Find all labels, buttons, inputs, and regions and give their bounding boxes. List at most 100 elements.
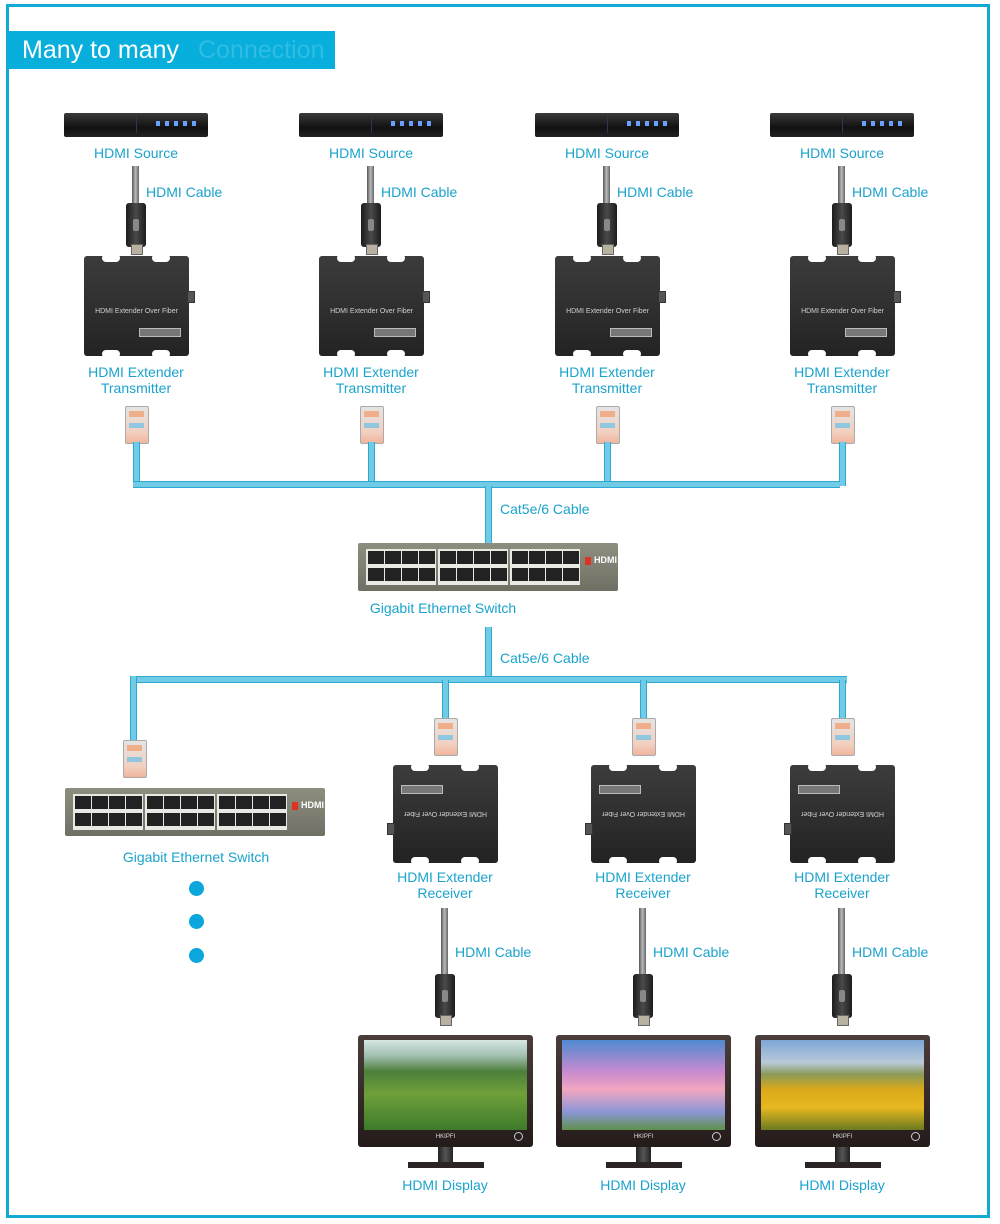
hdmi-source-device [64, 113, 208, 137]
upper-cable-label: Cat5e/6 Cable [500, 501, 590, 517]
ethernet-port [512, 568, 528, 581]
diagram-frame [6, 4, 990, 1218]
secondary-switch-label: Gigabit Ethernet Switch [122, 849, 270, 865]
continuation-dot [189, 914, 204, 929]
extender-transmitter-label-line1: HDMI Extender [88, 364, 184, 380]
hdmi-source-label: HDMI Source [799, 145, 885, 161]
hdmi-plug-icon [435, 974, 455, 1026]
hdmi-plug-icon [361, 203, 381, 255]
ethernet-port [270, 813, 286, 826]
ethernet-port [563, 568, 579, 581]
extender-panel-text: HDMI Extender Over Fiber [801, 308, 884, 315]
extender-panel-text: HDMI Extender Over Fiber [602, 810, 685, 817]
hdmi-cable-label: HDMI Cable [146, 184, 223, 200]
ethernet-port [164, 796, 180, 809]
extender-transmitter-label-line2: Transmitter [806, 380, 878, 396]
ethernet-port [440, 568, 456, 581]
rj45-connector-icon [831, 406, 855, 444]
extender-transmitter-label-line1: HDMI Extender [323, 364, 419, 380]
display-screen [364, 1040, 527, 1130]
extender-transmitter-label-line2: Transmitter [571, 380, 643, 396]
monitor-brand: HKIPFI [832, 1134, 853, 1140]
power-icon [712, 1132, 721, 1141]
ethernet-port [546, 551, 562, 564]
ethernet-port [147, 796, 163, 809]
hdmi-source-label: HDMI Source [328, 145, 414, 161]
ethernet-port [236, 813, 252, 826]
hdmi-display-label: HDMI Display [402, 1177, 488, 1193]
ethernet-port [126, 796, 142, 809]
extender-transmitter-device: HDMI Extender Over Fiber [790, 254, 901, 358]
ethernet-port [402, 551, 418, 564]
hdmi-plug-icon [597, 203, 617, 255]
extender-receiver-device: HDMI Extender Over Fiber [387, 763, 498, 865]
ethernet-port [474, 568, 490, 581]
upper-cat-trunk [485, 486, 492, 544]
ethernet-port [198, 796, 214, 809]
extender-transmitter-label-line2: Transmitter [335, 380, 407, 396]
extender-receiver-label-line1: HDMI Extender [595, 869, 691, 885]
hdmi-source-device [535, 113, 679, 137]
monitor-brand: HKIPFI [435, 1134, 456, 1140]
hdmi-source-label: HDMI Source [564, 145, 650, 161]
hdmi-cable-wire [838, 166, 845, 206]
display-screen [761, 1040, 924, 1130]
rj45-connector-icon [831, 718, 855, 756]
ethernet-port [368, 568, 384, 581]
hdmi-display-label: HDMI Display [600, 1177, 686, 1193]
ethernet-port [491, 551, 507, 564]
monitor-brand: HKIPFI [633, 1134, 654, 1140]
lower-cable-label: Cat5e/6 Cable [500, 650, 590, 666]
ethernet-port [385, 551, 401, 564]
ethernet-port [253, 813, 269, 826]
ethernet-port [457, 568, 473, 581]
cat-cable-drop [839, 680, 846, 720]
rj45-connector-icon [360, 406, 384, 444]
hdmi-cable-wire [367, 166, 374, 206]
ethernet-port [253, 796, 269, 809]
ethernet-port [440, 551, 456, 564]
extender-panel-text: HDMI Extender Over Fiber [404, 810, 487, 817]
cat-cable-drop [368, 442, 375, 486]
hdmi-cable-wire [441, 908, 448, 976]
ethernet-port [491, 568, 507, 581]
hdmi-cable-wire [639, 908, 646, 976]
extender-panel-text: HDMI Extender Over Fiber [801, 810, 884, 817]
extender-receiver-device: HDMI Extender Over Fiber [585, 763, 696, 865]
switch-logo: HDMI [594, 555, 617, 565]
continuation-dot [189, 881, 204, 896]
ethernet-port [92, 813, 108, 826]
extender-panel-text: HDMI Extender Over Fiber [566, 308, 649, 315]
hdmi-plug-icon [832, 974, 852, 1026]
rj45-connector-icon [596, 406, 620, 444]
ethernet-port [563, 551, 579, 564]
hdmi-display-device: HKIPFI [358, 1035, 533, 1171]
extender-transmitter-label-line1: HDMI Extender [794, 364, 890, 380]
cat-cable-drop [640, 680, 647, 720]
power-icon [911, 1132, 920, 1141]
hdmi-source-label: HDMI Source [93, 145, 179, 161]
hdmi-cable-wire [132, 166, 139, 206]
cat-cable-drop [604, 442, 611, 486]
ethernet-port [236, 796, 252, 809]
ethernet-port [474, 551, 490, 564]
title-banner: Many to many Connection [8, 31, 335, 69]
ethernet-port [270, 796, 286, 809]
extender-transmitter-label-line2: Transmitter [100, 380, 172, 396]
ethernet-port [457, 551, 473, 564]
ethernet-port [402, 568, 418, 581]
ethernet-port [419, 551, 435, 564]
cat-cable-drop [442, 680, 449, 720]
extender-panel-text: HDMI Extender Over Fiber [95, 308, 178, 315]
hdmi-display-label: HDMI Display [799, 1177, 885, 1193]
extender-receiver-label-line1: HDMI Extender [794, 869, 890, 885]
ethernet-port [92, 796, 108, 809]
ethernet-port [181, 813, 197, 826]
rj45-connector-icon [123, 740, 147, 778]
ethernet-port [126, 813, 142, 826]
extender-receiver-label-line2: Receiver [814, 885, 870, 901]
display-screen [562, 1040, 725, 1130]
hdmi-source-device [299, 113, 443, 137]
ethernet-port [181, 796, 197, 809]
ethernet-port [385, 568, 401, 581]
